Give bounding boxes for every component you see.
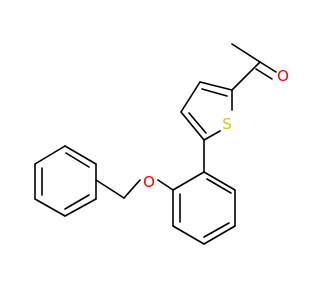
bond-ch2-benzyl xyxy=(95,179,125,199)
bond-benzyl-3 xyxy=(34,145,66,165)
bond-methyl-carbonyl xyxy=(231,43,261,63)
bond-carbonyl-double-a xyxy=(259,61,277,73)
bond-benzyl-6 xyxy=(64,198,97,217)
atom-sulfur: S xyxy=(222,115,232,133)
bond-benzyl-2 xyxy=(64,145,97,165)
bond-phenyl-1 xyxy=(203,171,236,191)
atom-labels: O S O xyxy=(143,67,289,191)
atom-oxygen-carbonyl: O xyxy=(277,67,289,85)
bond-thiophene-c4-c5 xyxy=(180,111,205,141)
bond-phenyl-ether-o xyxy=(157,179,174,191)
bond-phenyl-3-inner xyxy=(203,222,230,238)
bond-benzyl-2-inner xyxy=(65,152,90,168)
bond-benzyl-5 xyxy=(34,198,66,217)
bond-phenyl-6 xyxy=(172,171,205,191)
bond-benzyl-6-inner xyxy=(64,194,90,210)
bond-carbonyl-thiophene xyxy=(231,61,261,91)
bond-thiophene-c5-s xyxy=(203,130,221,141)
bond-phenyl-4 xyxy=(172,225,205,245)
bond-ether-o-ch2 xyxy=(123,179,141,199)
molecule-structure-diagram: O S O xyxy=(34,43,289,245)
bond-phenyl-1-inner xyxy=(206,178,232,194)
bond-carbonyl-double-b xyxy=(255,68,273,80)
bond-thiophene-c2-c3-inner xyxy=(201,88,228,97)
bond-thiophene-c4-c5-inner xyxy=(188,112,207,134)
bond-phenyl-3 xyxy=(203,225,236,245)
bond-thiophene-c2-c3 xyxy=(199,81,233,91)
bond-thiophene-c3-c4 xyxy=(180,81,201,113)
atom-oxygen-ether: O xyxy=(143,173,155,191)
bonds xyxy=(34,43,277,245)
